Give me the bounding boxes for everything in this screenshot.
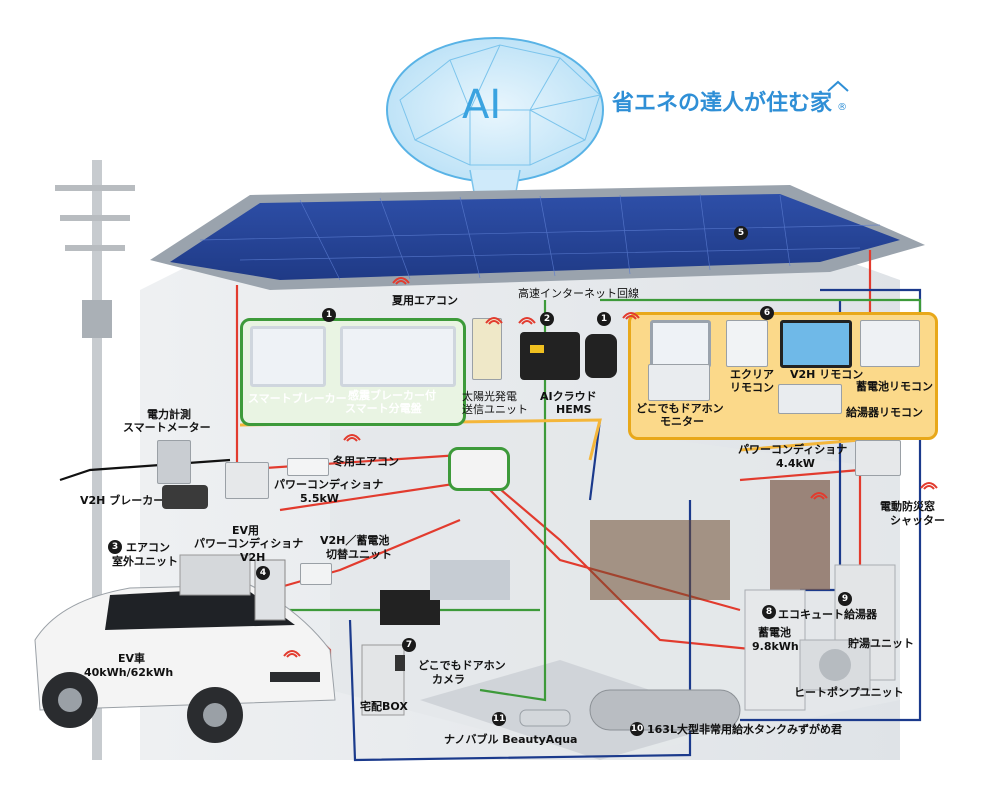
doorphone-monitor-screen: [650, 320, 711, 368]
door-camera-label-1: どこでもドアホン: [418, 659, 506, 672]
router-device: [585, 334, 617, 378]
ecria-label-2: リモコン: [730, 381, 774, 394]
battery-label-2: 9.8kWh: [752, 640, 799, 653]
power-meter-label-2: スマートメーター: [123, 421, 211, 434]
quake-breaker-label-1: 感震ブレーカー付: [348, 389, 436, 402]
house-roof-icon: [827, 80, 849, 92]
summer-ac-label: 夏用エアコン: [392, 294, 458, 307]
ev-pcs-label-1: EV用: [232, 524, 260, 537]
ecocute-label: エコキュート給湯器: [778, 608, 877, 621]
heat-pump-label: ヒートポンプユニット: [794, 686, 904, 699]
ev-car-label-1: EV車: [118, 652, 146, 665]
switch-unit-device: [300, 563, 332, 585]
marker-2: 2: [540, 312, 554, 326]
hems-indicator: [530, 345, 544, 353]
doorphone-monitor-label-1: どこでもドアホン: [636, 402, 724, 415]
wifi-icon: [622, 312, 640, 320]
switch-unit-label-2: 切替ユニット: [326, 548, 392, 561]
wifi-icon: [283, 650, 301, 658]
solar-transmission-unit: [472, 318, 502, 380]
solar-unit-label-1: 太陽光発電: [462, 390, 517, 403]
ai-cloud-hems-device: [520, 332, 580, 380]
wifi-icon: [392, 277, 410, 285]
battery-remote-label: 蓄電池リモコン: [856, 380, 933, 393]
marker-7: 7: [402, 638, 416, 652]
marker-11: 11: [492, 712, 506, 726]
marker-10: 10: [630, 722, 644, 736]
storage-unit-label: 貯湯ユニット: [848, 637, 914, 650]
doorphone-monitor-body: [648, 364, 710, 401]
registered-mark: ®: [837, 102, 848, 113]
marker-5: 5: [734, 226, 748, 240]
wifi-icon: [810, 492, 828, 500]
water-heater-remote-label: 給湯器リモコン: [846, 406, 923, 419]
wifi-icon: [485, 317, 503, 325]
quake-breaker-screen: [340, 326, 456, 387]
ac-outdoor-label-1: エアコン: [126, 541, 170, 554]
marker-4: 4: [256, 566, 270, 580]
ai-cloud-label-2: HEMS: [556, 403, 592, 416]
marker-9: 9: [838, 592, 852, 606]
battery-remote: [860, 320, 920, 367]
winter-ac-label: 冬用エアコン: [333, 455, 399, 468]
ai-cloud-label-1: AIクラウド: [540, 390, 597, 403]
water-heater-remote: [778, 384, 842, 414]
marker-6: 6: [760, 306, 774, 320]
nano-bubble-label: ナノバブル BeautyAqua: [444, 733, 578, 746]
door-camera-label-2: カメラ: [432, 673, 465, 686]
marker-3: 3: [108, 540, 122, 554]
marker-1b: 1: [597, 312, 611, 326]
brand-logo: 省エネの達人が住む家 ®: [612, 80, 849, 117]
ecria-remote: [726, 320, 768, 367]
water-tank-label: 163L大型非常用給水タンクみずがめ君: [647, 723, 842, 736]
pcs-right-device: [855, 440, 901, 476]
ev-car-label-2: 40kWh/62kWh: [84, 666, 174, 679]
v2h-breaker-device: [162, 485, 208, 509]
smart-breaker-label: スマートブレーカー: [248, 392, 347, 405]
pcs-right-label-1: パワーコンディショナ: [738, 443, 848, 456]
shutter-label-2: シャッター: [890, 514, 945, 527]
wifi-icon: [920, 482, 938, 490]
ecria-label-1: エクリア: [730, 368, 774, 381]
wifi-icon: [518, 317, 536, 325]
marker-1a: 1: [322, 308, 336, 322]
smart-breaker-screen: [250, 326, 326, 387]
pcs-left-label-1: パワーコンディショナ: [274, 478, 384, 491]
smart-meter-device: [157, 440, 191, 484]
power-meter-label-1: 電力計測: [147, 408, 191, 421]
switch-unit-label-1: V2H／蓄電池: [320, 534, 390, 547]
doorphone-monitor-label-2: モニター: [660, 415, 704, 428]
v2h-remote-screen: [780, 320, 852, 368]
ac-outdoor-label-2: 室外ユニット: [112, 555, 178, 568]
brand-text: 省エネの達人が住む家: [612, 91, 833, 116]
marker-8: 8: [762, 605, 776, 619]
ev-pcs-label-2: パワーコンディショナ: [194, 537, 304, 550]
solar-unit-label-2: 送信ユニット: [462, 403, 528, 416]
battery-label-1: 蓄電池: [758, 626, 791, 639]
distribution-board-panel: [448, 447, 510, 491]
v2h-remote-label: V2H リモコン: [790, 368, 864, 381]
delivery-box-label: 宅配BOX: [360, 700, 408, 713]
wifi-icon: [343, 434, 361, 442]
pcs-left-device: [225, 462, 269, 499]
utility-pole-icon: [55, 160, 135, 760]
pcs-left-label-2: 5.5kW: [300, 492, 339, 505]
ev-pcs-label-3: V2H: [240, 551, 266, 564]
internet-label: 高速インターネット回線: [518, 287, 639, 300]
v2h-breaker-label: V2H ブレーカー: [80, 494, 165, 507]
pcs-right-label-2: 4.4kW: [776, 457, 815, 470]
winter-ac-unit: [287, 458, 329, 476]
shutter-label-1: 電動防災窓: [880, 500, 935, 513]
ai-title: AI: [462, 82, 502, 128]
quake-breaker-label-2: スマート分電盤: [345, 402, 422, 415]
